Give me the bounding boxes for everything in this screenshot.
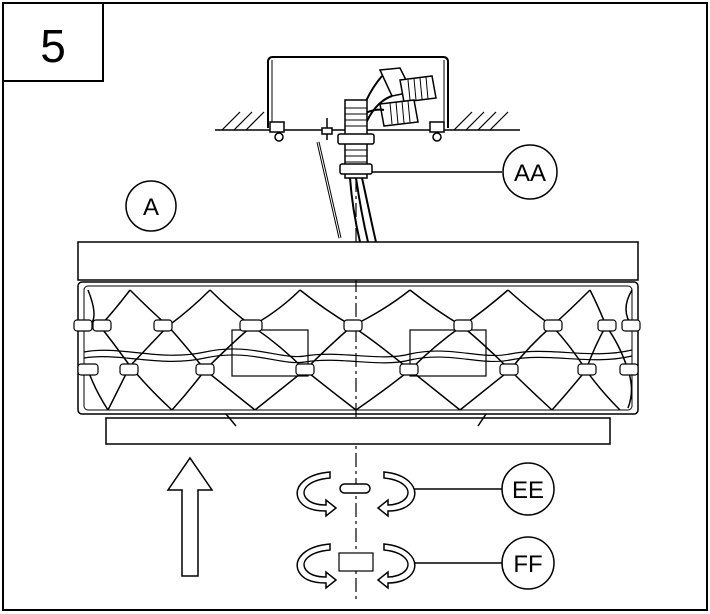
callout-ff: FF	[414, 536, 555, 590]
callout-a-label: A	[143, 194, 159, 221]
rotate-right-icon	[376, 471, 416, 518]
inner-panels	[231, 329, 487, 377]
callout-ee: EE	[414, 462, 555, 516]
finial-ff	[338, 552, 374, 572]
callout-aa-label: AA	[514, 160, 546, 187]
rotate-left-icon	[296, 543, 338, 590]
diffuser-lens	[105, 413, 611, 445]
rotate-left-icon	[296, 471, 338, 518]
step-number-box: 5	[2, 2, 104, 82]
threaded-nipple	[337, 99, 375, 179]
mounting-screws	[269, 121, 445, 142]
canopy-plate	[77, 241, 639, 281]
step-number: 5	[40, 20, 66, 72]
finial-ee	[339, 483, 371, 494]
callout-ff-label: FF	[513, 551, 542, 578]
rotate-right-icon	[376, 543, 416, 590]
callout-aa: AA	[372, 144, 558, 200]
fixture-wires	[349, 177, 377, 243]
up-arrow-icon	[166, 456, 214, 577]
callout-a: A	[125, 180, 177, 232]
lattice-bindings	[73, 319, 641, 376]
wire-nuts	[351, 67, 437, 129]
ground-screw	[316, 118, 342, 239]
callout-ee-label: EE	[512, 477, 544, 504]
lattice-shade	[77, 281, 639, 415]
